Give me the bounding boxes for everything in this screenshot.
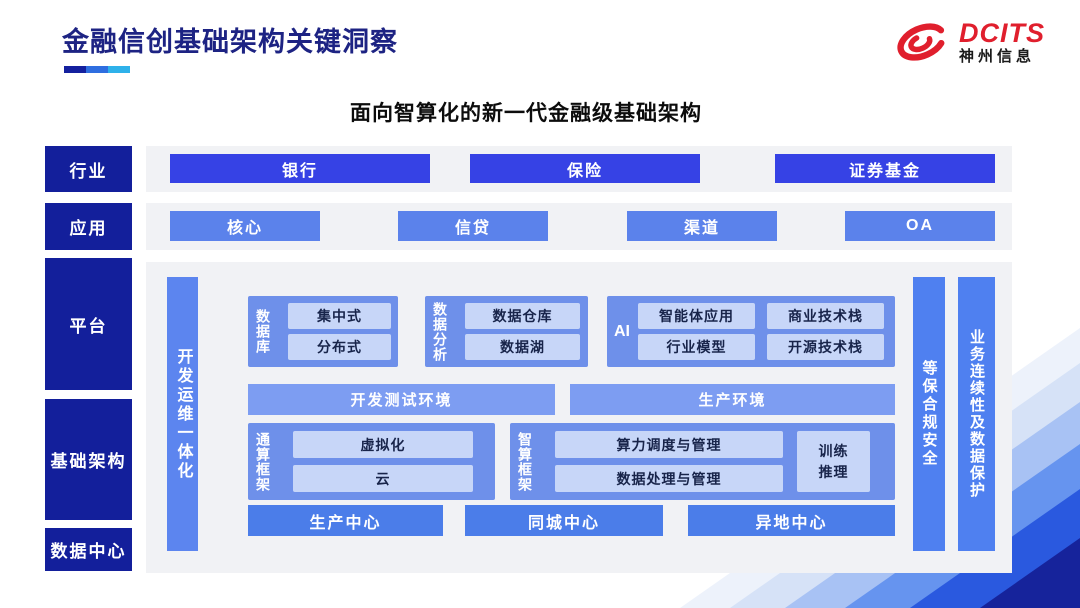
analytics-group-label: 数据分析 <box>432 301 448 362</box>
sidebar-label-industry: 行业 <box>45 146 132 192</box>
general-compute-item-cloud: 云 <box>293 465 473 492</box>
industry-item-insurance: 保险 <box>470 154 700 183</box>
company-logo: DCITS 神州信息 <box>893 16 1045 68</box>
title-underline <box>64 66 130 73</box>
ai-group: AI 智能体应用 商业技术栈 行业模型 开源技术栈 <box>607 296 895 367</box>
devops-bar-label: 开发运维一体化 <box>174 347 192 481</box>
application-item-channel: 渠道 <box>627 211 777 241</box>
security-compliance-label: 等保合规安全 <box>920 360 938 468</box>
sidebar-label-datacenter: 数据中心 <box>45 528 132 571</box>
center-remote: 异地中心 <box>688 505 895 536</box>
general-compute-group-label: 通算框架 <box>255 431 271 492</box>
analytics-item-lake: 数据湖 <box>465 334 580 360</box>
security-compliance-bar: 等保合规安全 <box>913 277 945 551</box>
application-item-core: 核心 <box>170 211 320 241</box>
sidebar-label-infrastructure: 基础架构 <box>45 399 132 520</box>
ai-compute-item-training-inference: 训练推理 <box>797 431 870 492</box>
application-item-oa: OA <box>845 211 995 241</box>
general-compute-group: 通算框架 虚拟化 云 <box>248 423 495 500</box>
database-item-distributed: 分布式 <box>288 334 391 360</box>
page-title: 金融信创基础架构关键洞察 <box>62 27 398 57</box>
logo-subtitle: 神州信息 <box>959 48 1036 66</box>
analytics-item-warehouse: 数据仓库 <box>465 303 580 329</box>
ai-compute-item-data-mgmt: 数据处理与管理 <box>555 465 783 492</box>
database-item-centralized: 集中式 <box>288 303 391 329</box>
production-env-bar: 生产环境 <box>570 384 895 415</box>
application-item-credit: 信贷 <box>398 211 548 241</box>
devops-bar: 开发运维一体化 <box>167 277 198 551</box>
database-group: 数据库 集中式 分布式 <box>248 296 398 367</box>
business-continuity-label: 业务连续性及数据保护 <box>968 329 985 499</box>
ai-compute-item-scheduling: 算力调度与管理 <box>555 431 783 458</box>
sidebar-label-platform: 平台 <box>45 258 132 390</box>
ai-group-label: AI <box>614 322 630 340</box>
database-group-label: 数据库 <box>255 309 271 354</box>
ai-item-industry-models: 行业模型 <box>638 334 755 360</box>
industry-item-bank: 银行 <box>170 154 430 183</box>
industry-item-securities: 证券基金 <box>775 154 995 183</box>
sidebar-label-application: 应用 <box>45 203 132 250</box>
center-production: 生产中心 <box>248 505 443 536</box>
analytics-group: 数据分析 数据仓库 数据湖 <box>425 296 588 367</box>
ai-item-agent-apps: 智能体应用 <box>638 303 755 329</box>
center-same-city: 同城中心 <box>465 505 663 536</box>
ai-compute-group-label: 智算框架 <box>517 431 533 492</box>
ai-item-opensource-stack: 开源技术栈 <box>767 334 884 360</box>
business-continuity-bar: 业务连续性及数据保护 <box>958 277 995 551</box>
ai-compute-group: 智算框架 算力调度与管理 数据处理与管理 训练推理 <box>510 423 895 500</box>
dev-test-env-bar: 开发测试环境 <box>248 384 555 415</box>
dcits-swirl-icon <box>897 23 947 61</box>
logo-name: DCITS <box>959 17 1045 48</box>
general-compute-item-virtualization: 虚拟化 <box>293 431 473 458</box>
diagram-title: 面向智算化的新一代金融级基础架构 <box>350 102 702 125</box>
ai-item-commercial-stack: 商业技术栈 <box>767 303 884 329</box>
